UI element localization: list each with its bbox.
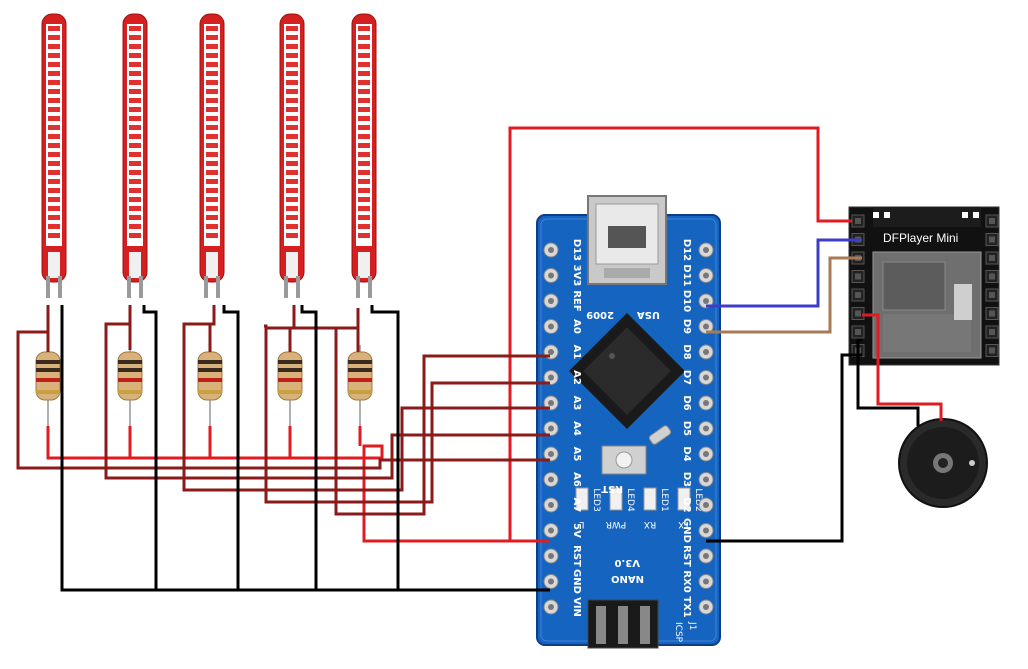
nano-right-pin-label: D7 <box>681 370 692 385</box>
wire-gnd-bus <box>60 305 550 592</box>
nano-left-pin-label: 5V <box>571 523 582 538</box>
wire-d9-tx <box>706 256 862 334</box>
led-label: TX <box>678 519 691 529</box>
speaker <box>898 418 988 508</box>
resistor <box>35 345 61 428</box>
usa-label: USA <box>637 309 660 320</box>
sd-card-slot <box>872 251 982 359</box>
led <box>643 487 657 511</box>
nano-right-pin-label: TX1 <box>681 596 692 618</box>
nano-left-pin-label: GND <box>571 569 582 594</box>
year-label: 2009 <box>586 309 614 320</box>
wire-gnd-3 <box>222 305 240 590</box>
wire-speaker-positive <box>862 313 943 421</box>
nano-right-pin-label: D12 <box>681 239 692 261</box>
wire-analog-a2 <box>264 305 550 504</box>
resistor <box>277 345 303 428</box>
version-label: V3.0 <box>615 557 640 568</box>
led-code: LED1 <box>659 488 669 511</box>
usb-connector <box>587 195 667 285</box>
wire-analog-a1-sensor <box>336 308 360 330</box>
wire-gnd-5 <box>370 305 400 590</box>
flex-sensor <box>41 13 67 298</box>
wire-5v-bus <box>46 426 550 543</box>
j1-label: J1 <box>687 621 697 630</box>
led-label: L <box>579 519 584 529</box>
resistor <box>197 345 223 428</box>
flex-sensor <box>351 13 377 298</box>
resistor-group <box>35 345 373 428</box>
crystal <box>648 425 672 445</box>
nano-right-pin-label: D2 <box>681 497 692 512</box>
nano-left-pin-label: A5 <box>571 447 582 462</box>
wire-d10-rx <box>706 238 862 308</box>
nano-right-pin-label: GND <box>681 518 692 543</box>
nano-left-pin-label: A1 <box>571 345 582 360</box>
nano-left-pin-label: A4 <box>571 421 582 436</box>
nano-right-pin-label: D6 <box>681 395 692 410</box>
nano-right-pin-label: D4 <box>681 446 692 461</box>
nano-right-pin-label: D9 <box>681 319 692 334</box>
nano-right-pin-label: RST <box>681 545 692 567</box>
nano-right-pin-label: D10 <box>681 290 692 312</box>
nano-left-pin-label: A3 <box>571 396 582 411</box>
wire-vcc-dfplayer <box>508 126 852 543</box>
led <box>609 487 623 511</box>
wire-gnd-dfplayer <box>706 353 862 543</box>
wire-analog-a1 <box>264 324 550 516</box>
model-label: NANO <box>611 573 644 584</box>
wire-analog-a3 <box>182 305 550 492</box>
wire-gnd-2 <box>142 305 158 590</box>
wire-speaker-negative <box>856 338 920 426</box>
flex-sensor <box>199 13 225 298</box>
resistor <box>347 345 373 428</box>
flex-sensor-group <box>41 13 377 298</box>
nano-right-pin-label: D11 <box>681 264 692 286</box>
led-label: PWR <box>606 519 627 529</box>
reset-button[interactable] <box>601 445 647 475</box>
dfplayer-mini-module: DFPlayer Mini <box>848 206 1000 366</box>
flex-sensor <box>122 13 148 298</box>
nano-left-pin-label: VIN <box>571 597 582 617</box>
led-label: RX <box>644 519 656 529</box>
dfplayer-right-pins <box>985 214 999 357</box>
nano-left-pin-label: REF <box>571 290 582 311</box>
wires <box>16 126 943 592</box>
dfplayer-title: DFPlayer Mini <box>883 231 958 245</box>
wire-analog-a4 <box>104 305 550 480</box>
resistor <box>117 345 143 428</box>
nano-left-pin-label: A2 <box>571 370 582 385</box>
led-code: LED4 <box>625 488 635 512</box>
nano-right-pin-label: D5 <box>681 421 692 436</box>
led <box>575 487 589 511</box>
nano-left-pin-label: A7 <box>571 498 582 513</box>
nano-right-pin-label: D3 <box>681 472 692 487</box>
nano-left-pin-label: A0 <box>571 319 582 334</box>
nano-right-pin-label: D8 <box>681 344 692 359</box>
nano-right-pin-label: RX0 <box>681 570 692 592</box>
icsp-header <box>587 599 659 649</box>
nano-left-pin-label: RST <box>571 545 582 567</box>
nano-left-pin-label: D13 <box>571 239 582 261</box>
icsp-label: ICSP <box>673 622 683 643</box>
nano-left-pin-label: 3V3 <box>571 265 582 287</box>
led <box>677 487 691 511</box>
led-code: LED2 <box>693 488 703 511</box>
wire-gnd-4 <box>300 305 318 590</box>
rst-label: RST <box>601 483 623 494</box>
nano-left-pin-label: A6 <box>571 472 582 487</box>
led-code: LED3 <box>591 488 601 511</box>
flex-sensor <box>279 13 305 298</box>
microcontroller-chip <box>569 313 685 429</box>
